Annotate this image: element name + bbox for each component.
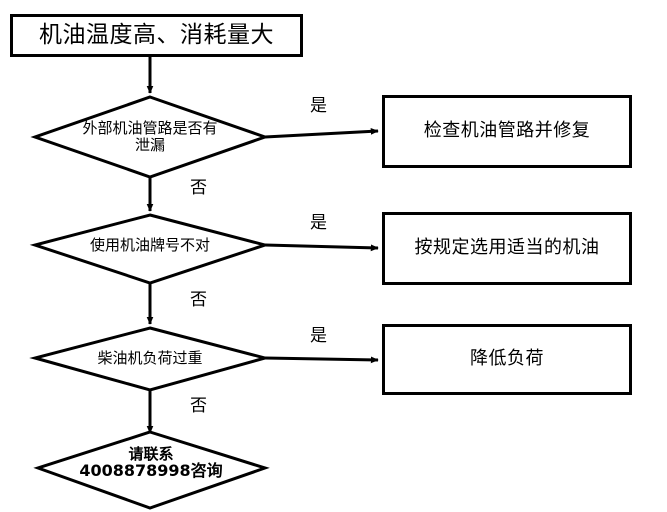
contact-shape <box>33 430 270 510</box>
action-box-3: 降低负荷 <box>382 324 632 395</box>
action-3-text: 降低负荷 <box>470 348 544 370</box>
action-box-1: 检查机油管路并修复 <box>382 95 632 168</box>
edge-label-no-1: 否 <box>190 178 207 198</box>
edge-label-yes-1: 是 <box>310 96 327 116</box>
problem-title-box: 机油温度高、消耗量大 <box>10 14 303 57</box>
edge-label-no-3: 否 <box>190 396 207 416</box>
decision-3-shape <box>29 326 271 392</box>
problem-title-text: 机油温度高、消耗量大 <box>39 22 274 49</box>
edge-label-no-2: 否 <box>190 290 207 310</box>
decision-2-shape <box>29 213 271 285</box>
edge-label-yes-3: 是 <box>310 326 327 346</box>
decision-1-shape <box>30 95 270 179</box>
action-1-text: 检查机油管路并修复 <box>423 120 591 142</box>
action-box-2: 按规定选用适当的机油 <box>382 212 632 285</box>
action-2-text: 按规定选用适当的机油 <box>414 237 600 259</box>
edge-label-yes-2: 是 <box>310 213 327 233</box>
